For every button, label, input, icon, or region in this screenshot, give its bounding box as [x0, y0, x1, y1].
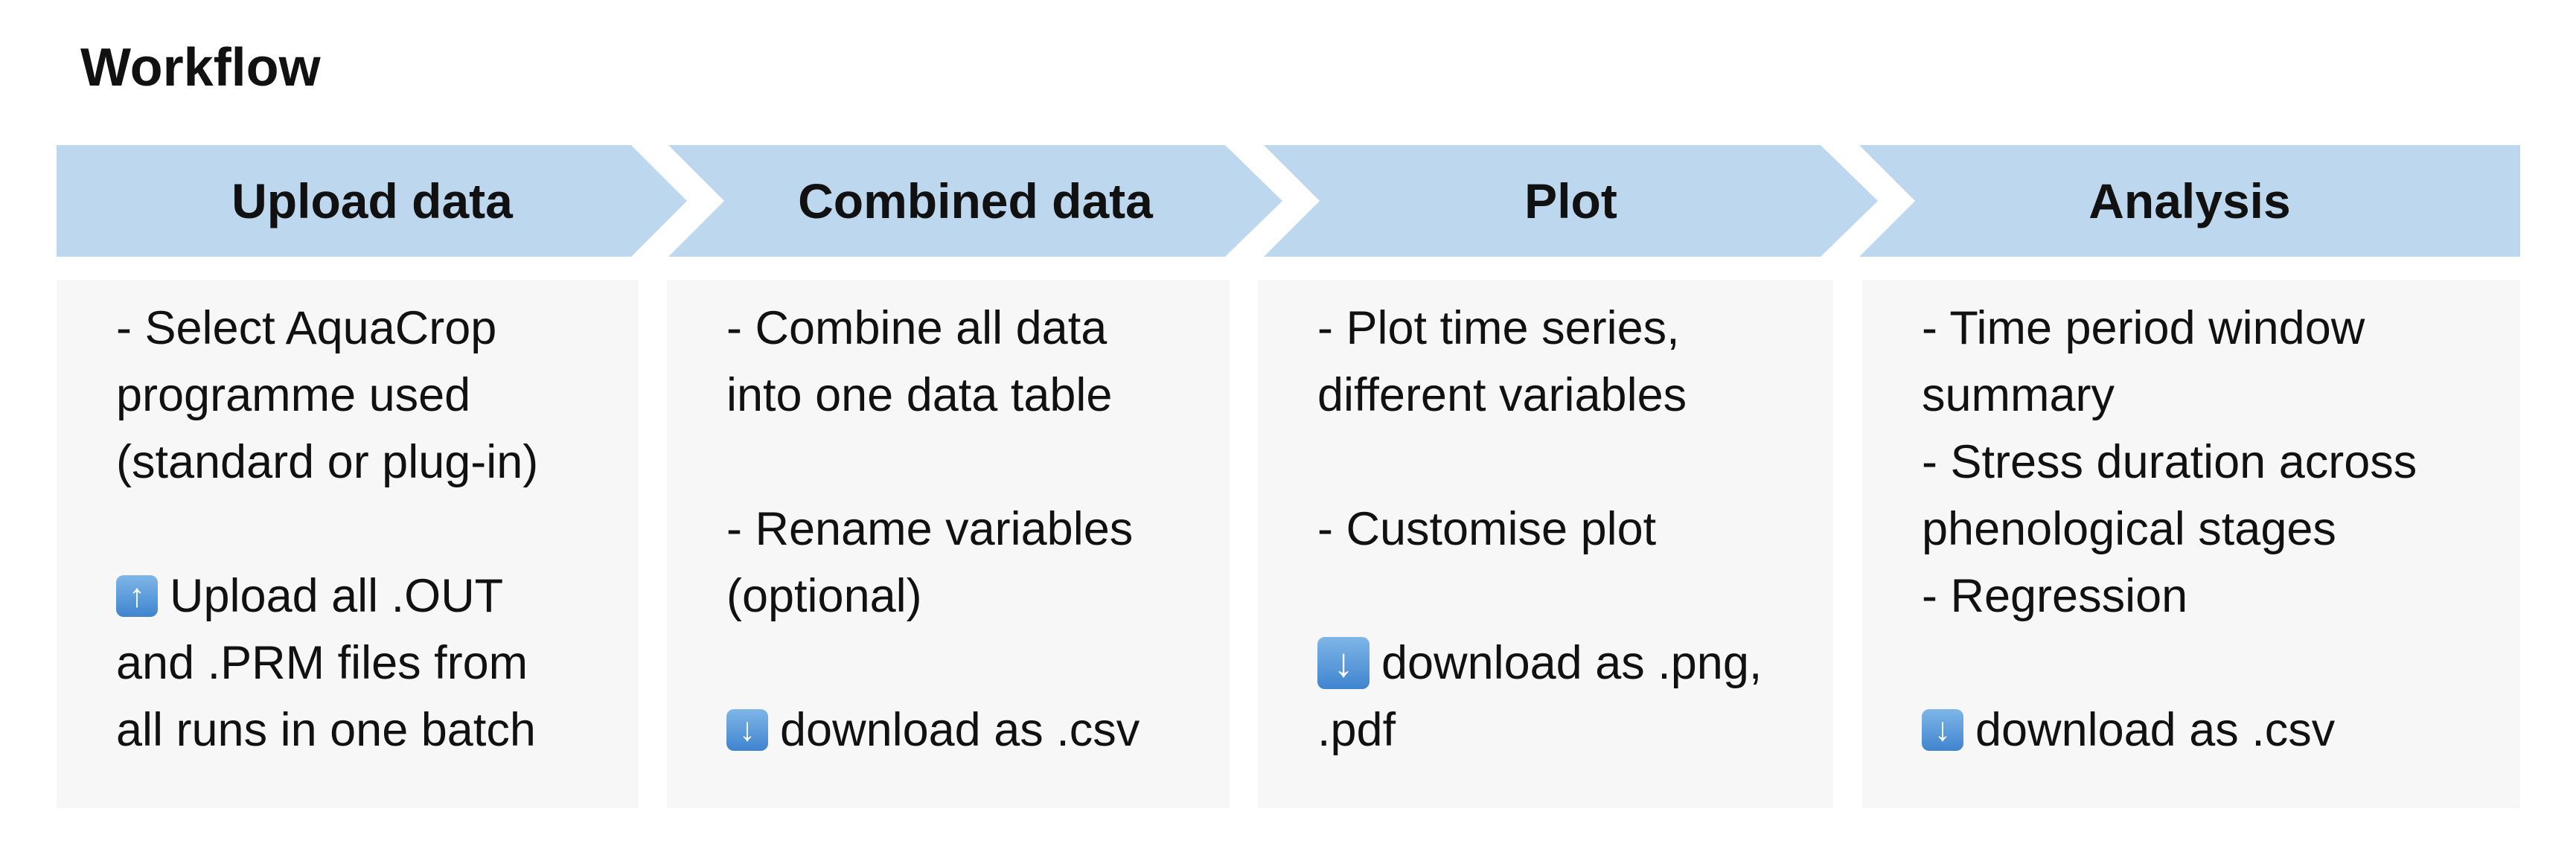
- upload-action-line: ↑ Upload all .OUT: [116, 563, 616, 630]
- upload-desc-line: (standard or plug-in): [116, 436, 539, 488]
- chevron-analysis: [1859, 145, 2520, 257]
- down-arrow-icon: ↓: [1922, 709, 1963, 751]
- stage-box-combined-data: - Combine all data into one data table -…: [667, 280, 1230, 808]
- upload-desc-line: - Select AquaCrop: [116, 302, 497, 354]
- analysis-desc-line: phenological stages: [1922, 503, 2336, 555]
- plot-desc-line: - Customise plot: [1317, 503, 1657, 555]
- spacer: [116, 496, 616, 563]
- upload-action-text: Upload all .OUT: [170, 570, 504, 622]
- upload-action-text: and .PRM files from: [116, 637, 528, 689]
- analysis-desc-line: - Time period window: [1922, 302, 2365, 354]
- combined-desc-line: - Rename variables: [726, 503, 1134, 555]
- analysis-download-text: download as .csv: [1975, 704, 2336, 756]
- analysis-desc-line: - Stress duration across: [1922, 436, 2417, 488]
- stage-box-upload-data: - Select AquaCrop programme used (standa…: [57, 280, 639, 808]
- spacer: [1317, 429, 1811, 496]
- workflow-title: Workflow: [80, 38, 321, 97]
- spacer: [726, 429, 1207, 496]
- plot-download-line: ↓ download as .png,: [1317, 630, 1811, 697]
- stage-label-plot: Plot: [1524, 173, 1617, 228]
- stage-label-combined-data: Combined data: [798, 173, 1153, 228]
- chevron-plot: [1264, 145, 1878, 257]
- analysis-desc-line: summary: [1922, 369, 2115, 421]
- combined-download-text: download as .csv: [780, 704, 1140, 756]
- chevron-upload-data: [57, 145, 687, 257]
- combined-desc-line: (optional): [726, 570, 922, 622]
- combined-desc-line: - Combine all data: [726, 302, 1108, 354]
- chevron-combined-data: [668, 145, 1282, 257]
- plot-download-text: download as .png,: [1381, 637, 1762, 689]
- combined-desc-line: into one data table: [726, 369, 1113, 421]
- upload-action-text: all runs in one batch: [116, 704, 536, 756]
- down-arrow-icon: ↓: [1317, 637, 1370, 689]
- down-arrow-icon: ↓: [726, 709, 768, 751]
- plot-desc-line: - Plot time series,: [1317, 302, 1680, 354]
- stage-box-analysis: - Time period window summary - Stress du…: [1862, 280, 2520, 808]
- up-arrow-icon: ↑: [116, 575, 158, 617]
- plot-download-text: .pdf: [1317, 704, 1396, 756]
- combined-download-line: ↓ download as .csv: [726, 697, 1207, 763]
- workflow-chevrons: [57, 145, 2520, 257]
- spacer: [1922, 630, 2498, 697]
- analysis-download-line: ↓ download as .csv: [1922, 697, 2498, 763]
- stage-label-analysis: Analysis: [2088, 173, 2291, 228]
- stage-label-upload-data: Upload data: [231, 173, 513, 228]
- plot-desc-line: different variables: [1317, 369, 1687, 421]
- spacer: [1317, 563, 1811, 630]
- upload-desc-line: programme used: [116, 369, 471, 421]
- analysis-desc-line: - Regression: [1922, 570, 2188, 622]
- stage-box-plot: - Plot time series, different variables …: [1258, 280, 1833, 808]
- spacer: [726, 630, 1207, 697]
